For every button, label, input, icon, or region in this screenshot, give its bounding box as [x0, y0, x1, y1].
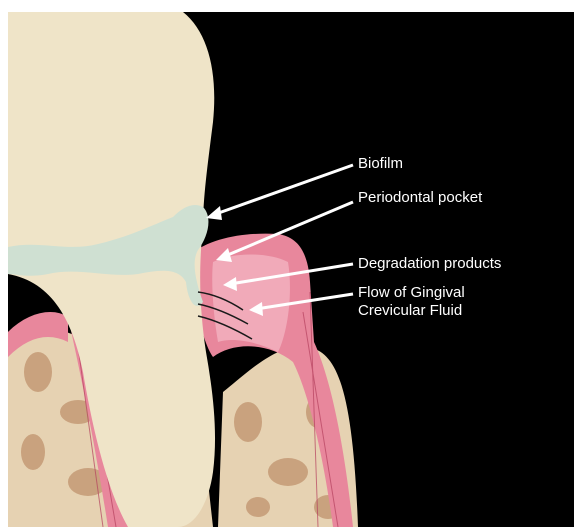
gcf-label-line2: Crevicular Fluid [358, 302, 462, 320]
periodontal-pocket-label: Periodontal pocket [358, 189, 482, 207]
biofilm-arrow [213, 165, 353, 215]
gcf-label-line1: Flow of Gingival [358, 284, 465, 302]
biofilm-arrowhead [206, 206, 222, 220]
biofilm-label: Biofilm [358, 155, 403, 173]
degradation-products-label: Degradation products [358, 255, 501, 273]
illustration-frame: Biofilm Periodontal pocket Degradation p… [8, 12, 574, 527]
